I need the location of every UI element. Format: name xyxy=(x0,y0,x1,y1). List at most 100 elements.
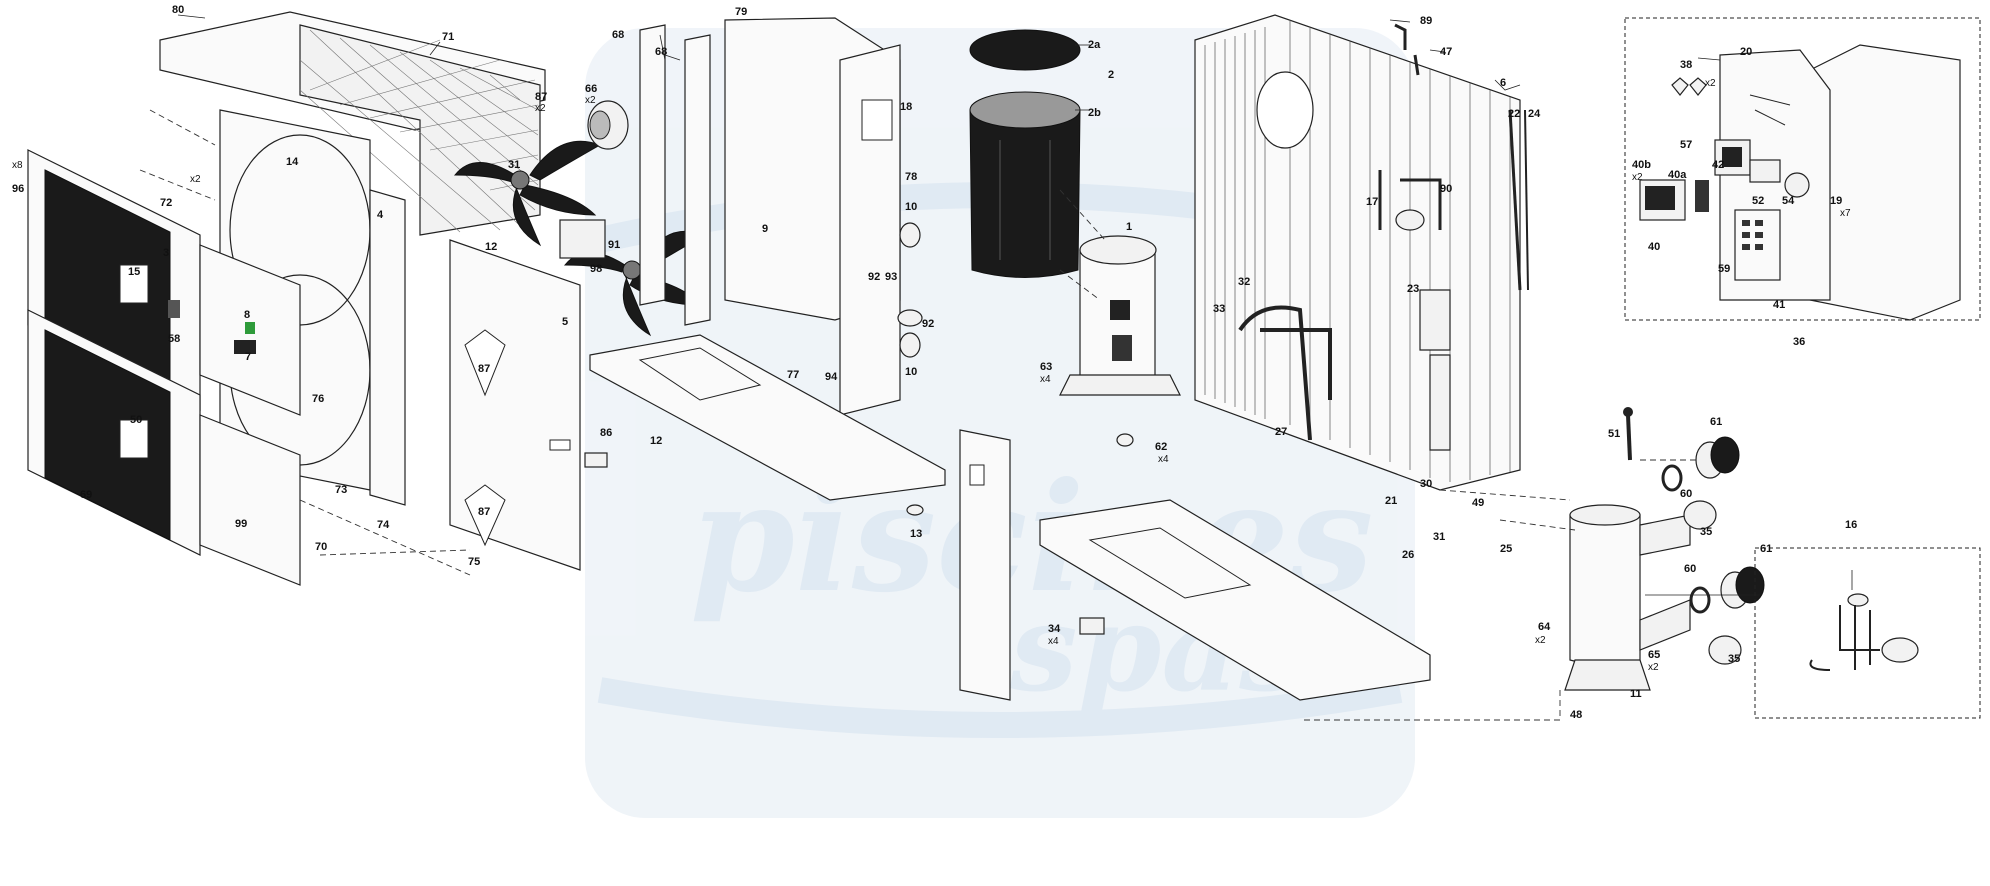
callout-60b: 60 xyxy=(1684,563,1696,575)
callout-35b: 35 xyxy=(1728,653,1740,665)
panel-label-18 xyxy=(861,99,893,141)
callout-51: 51 xyxy=(1608,428,1620,440)
cabinet-group xyxy=(27,11,707,586)
callout-52: 52 xyxy=(1752,195,1764,207)
callout-10a: 10 xyxy=(905,201,917,213)
contactor-core xyxy=(1722,147,1742,167)
callout-99: 99 xyxy=(235,518,247,530)
rear-grille xyxy=(299,24,541,236)
callout-54: 54 xyxy=(1782,195,1795,207)
callout-33: 33 xyxy=(1213,303,1225,315)
callout-22: 22 xyxy=(1508,108,1520,120)
receiver-23 xyxy=(1419,289,1451,351)
callout-2a: 2a xyxy=(1088,39,1101,51)
callout-8: 8 xyxy=(244,309,250,321)
expansion-valve-90 xyxy=(1395,209,1425,231)
callout-98: 98 xyxy=(590,263,602,275)
callout-68a: 68 xyxy=(612,29,624,41)
cable-gland-38b xyxy=(1689,77,1707,96)
callout-x7: x7 xyxy=(1840,208,1851,219)
callout-26: 26 xyxy=(1402,549,1414,561)
heat-exchanger-group xyxy=(1564,407,1765,691)
compressor-feet xyxy=(1059,374,1181,396)
motor-bracket-right xyxy=(684,34,711,326)
handle-lower xyxy=(464,484,506,547)
relay-52 xyxy=(1749,159,1781,183)
callout-47: 47 xyxy=(1440,46,1452,58)
callout-87c: 87 xyxy=(478,506,490,518)
callout-18: 18 xyxy=(900,101,912,113)
callout-50: 50 xyxy=(130,414,142,426)
bottom-plate xyxy=(1039,499,1431,701)
controller-display xyxy=(1645,186,1675,210)
fan-motor xyxy=(587,100,629,150)
callout-86: 86 xyxy=(600,427,612,439)
callout-19: 19 xyxy=(1830,195,1842,207)
callout-7: 7 xyxy=(245,351,251,363)
electrical-enclosure xyxy=(1809,44,1961,321)
callout-x4-62: x4 xyxy=(1158,454,1169,465)
callout-41: 41 xyxy=(1773,299,1785,311)
callout-77: 77 xyxy=(787,369,799,381)
callout-90: 90 xyxy=(1440,183,1452,195)
hx-connector-upper xyxy=(1639,514,1691,556)
rear-grille-mesh xyxy=(299,29,539,236)
valve-detail-group xyxy=(1754,547,1981,719)
four-way-valve-body xyxy=(1881,637,1919,663)
callout-16: 16 xyxy=(1845,519,1857,531)
clamp-35-lower xyxy=(1708,635,1742,665)
clamp-35-upper xyxy=(1683,500,1717,530)
callout-x2-38: x2 xyxy=(1705,78,1716,89)
flow-switch-51 xyxy=(1626,414,1632,461)
callout-11: 11 xyxy=(1630,688,1642,700)
callout-94: 94 xyxy=(825,371,838,383)
plug-86 xyxy=(584,452,608,468)
callout-x2-14: x2 xyxy=(190,174,201,185)
dryer-tube xyxy=(1429,354,1451,451)
callout-2: 2 xyxy=(1108,69,1114,81)
callout-1: 1 xyxy=(1126,221,1132,233)
callout-40: 40 xyxy=(1648,241,1660,253)
pcb-components xyxy=(1742,220,1763,250)
callout-92b: 92 xyxy=(922,318,934,330)
callout-72: 72 xyxy=(160,197,172,209)
foot-34 xyxy=(1079,617,1105,635)
callout-59: 59 xyxy=(1718,263,1730,275)
callout-24: 24 xyxy=(1528,108,1541,120)
grommet-upper xyxy=(899,222,921,248)
callout-36: 36 xyxy=(1793,336,1805,348)
flow-switch-head xyxy=(1623,407,1633,417)
callout-87: 87 xyxy=(535,91,547,103)
callout-5: 5 xyxy=(562,316,568,328)
callout-71: 71 xyxy=(442,31,454,43)
callout-79: 79 xyxy=(735,6,747,18)
screw-13 xyxy=(906,504,924,516)
o-ring-60-lower xyxy=(1689,586,1711,614)
callout-4: 4 xyxy=(377,209,384,221)
callout-57: 57 xyxy=(1680,139,1692,151)
display-window xyxy=(234,340,256,354)
accumulator-seams xyxy=(999,140,1051,260)
callout-78: 78 xyxy=(905,171,917,183)
callout-x4-34: x4 xyxy=(1048,636,1059,647)
heat-exchanger-top xyxy=(1569,504,1641,526)
callout-10b: 10 xyxy=(905,366,917,378)
callout-13: 13 xyxy=(910,528,922,540)
base-tray xyxy=(589,334,946,501)
callout-38: 38 xyxy=(1680,59,1692,71)
watermark-arc-bottom xyxy=(597,677,1403,738)
vent-slot xyxy=(549,439,571,451)
accumulator-top-rim xyxy=(969,91,1081,129)
four-way-valve-pilot xyxy=(1847,593,1869,607)
wires xyxy=(1749,94,1791,126)
callout-20: 20 xyxy=(1740,46,1752,58)
support-group xyxy=(589,17,1011,701)
callout-61b: 61 xyxy=(1760,543,1772,555)
capillary-22 xyxy=(1508,109,1522,291)
o-ring-60-upper xyxy=(1661,464,1683,492)
accumulator-group xyxy=(969,29,1081,278)
union-61-upper xyxy=(1695,436,1740,479)
coil-fins xyxy=(1204,20,1511,482)
callout-92a: 92 xyxy=(868,271,880,283)
callout-2b: 2b xyxy=(1088,107,1101,119)
